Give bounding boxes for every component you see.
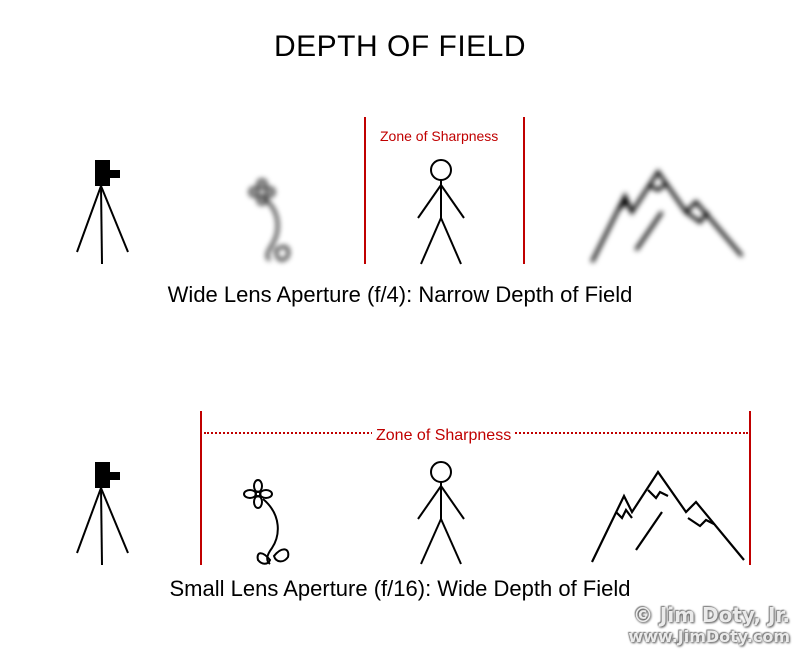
- top-mountains-blurred-icon: [590, 168, 744, 263]
- top-person-icon: [417, 159, 465, 265]
- diagram-title: DEPTH OF FIELD: [273, 30, 527, 63]
- top-flower-blurred-icon: [248, 178, 290, 262]
- watermark: © Jim Doty, Jr. www.JimDoty.com: [628, 604, 790, 648]
- watermark-copyright: © Jim Doty, Jr.: [632, 603, 790, 627]
- bottom-caption: Small Lens Aperture (f/16): Wide Depth o…: [169, 576, 631, 601]
- bottom-camera-tripod-icon: [76, 462, 129, 566]
- top-zone-label: Zone of Sharpness: [380, 128, 499, 144]
- bottom-person-icon: [417, 461, 465, 565]
- bottom-mountains-icon: [591, 470, 745, 563]
- bottom-zone-label: Zone of Sharpness: [372, 427, 516, 445]
- top-caption: Wide Lens Aperture (f/4): Narrow Depth o…: [167, 282, 633, 307]
- top-camera-tripod-icon: [76, 160, 129, 265]
- watermark-url: www.JimDoty.com: [628, 627, 790, 646]
- bottom-flower-icon: [243, 479, 290, 565]
